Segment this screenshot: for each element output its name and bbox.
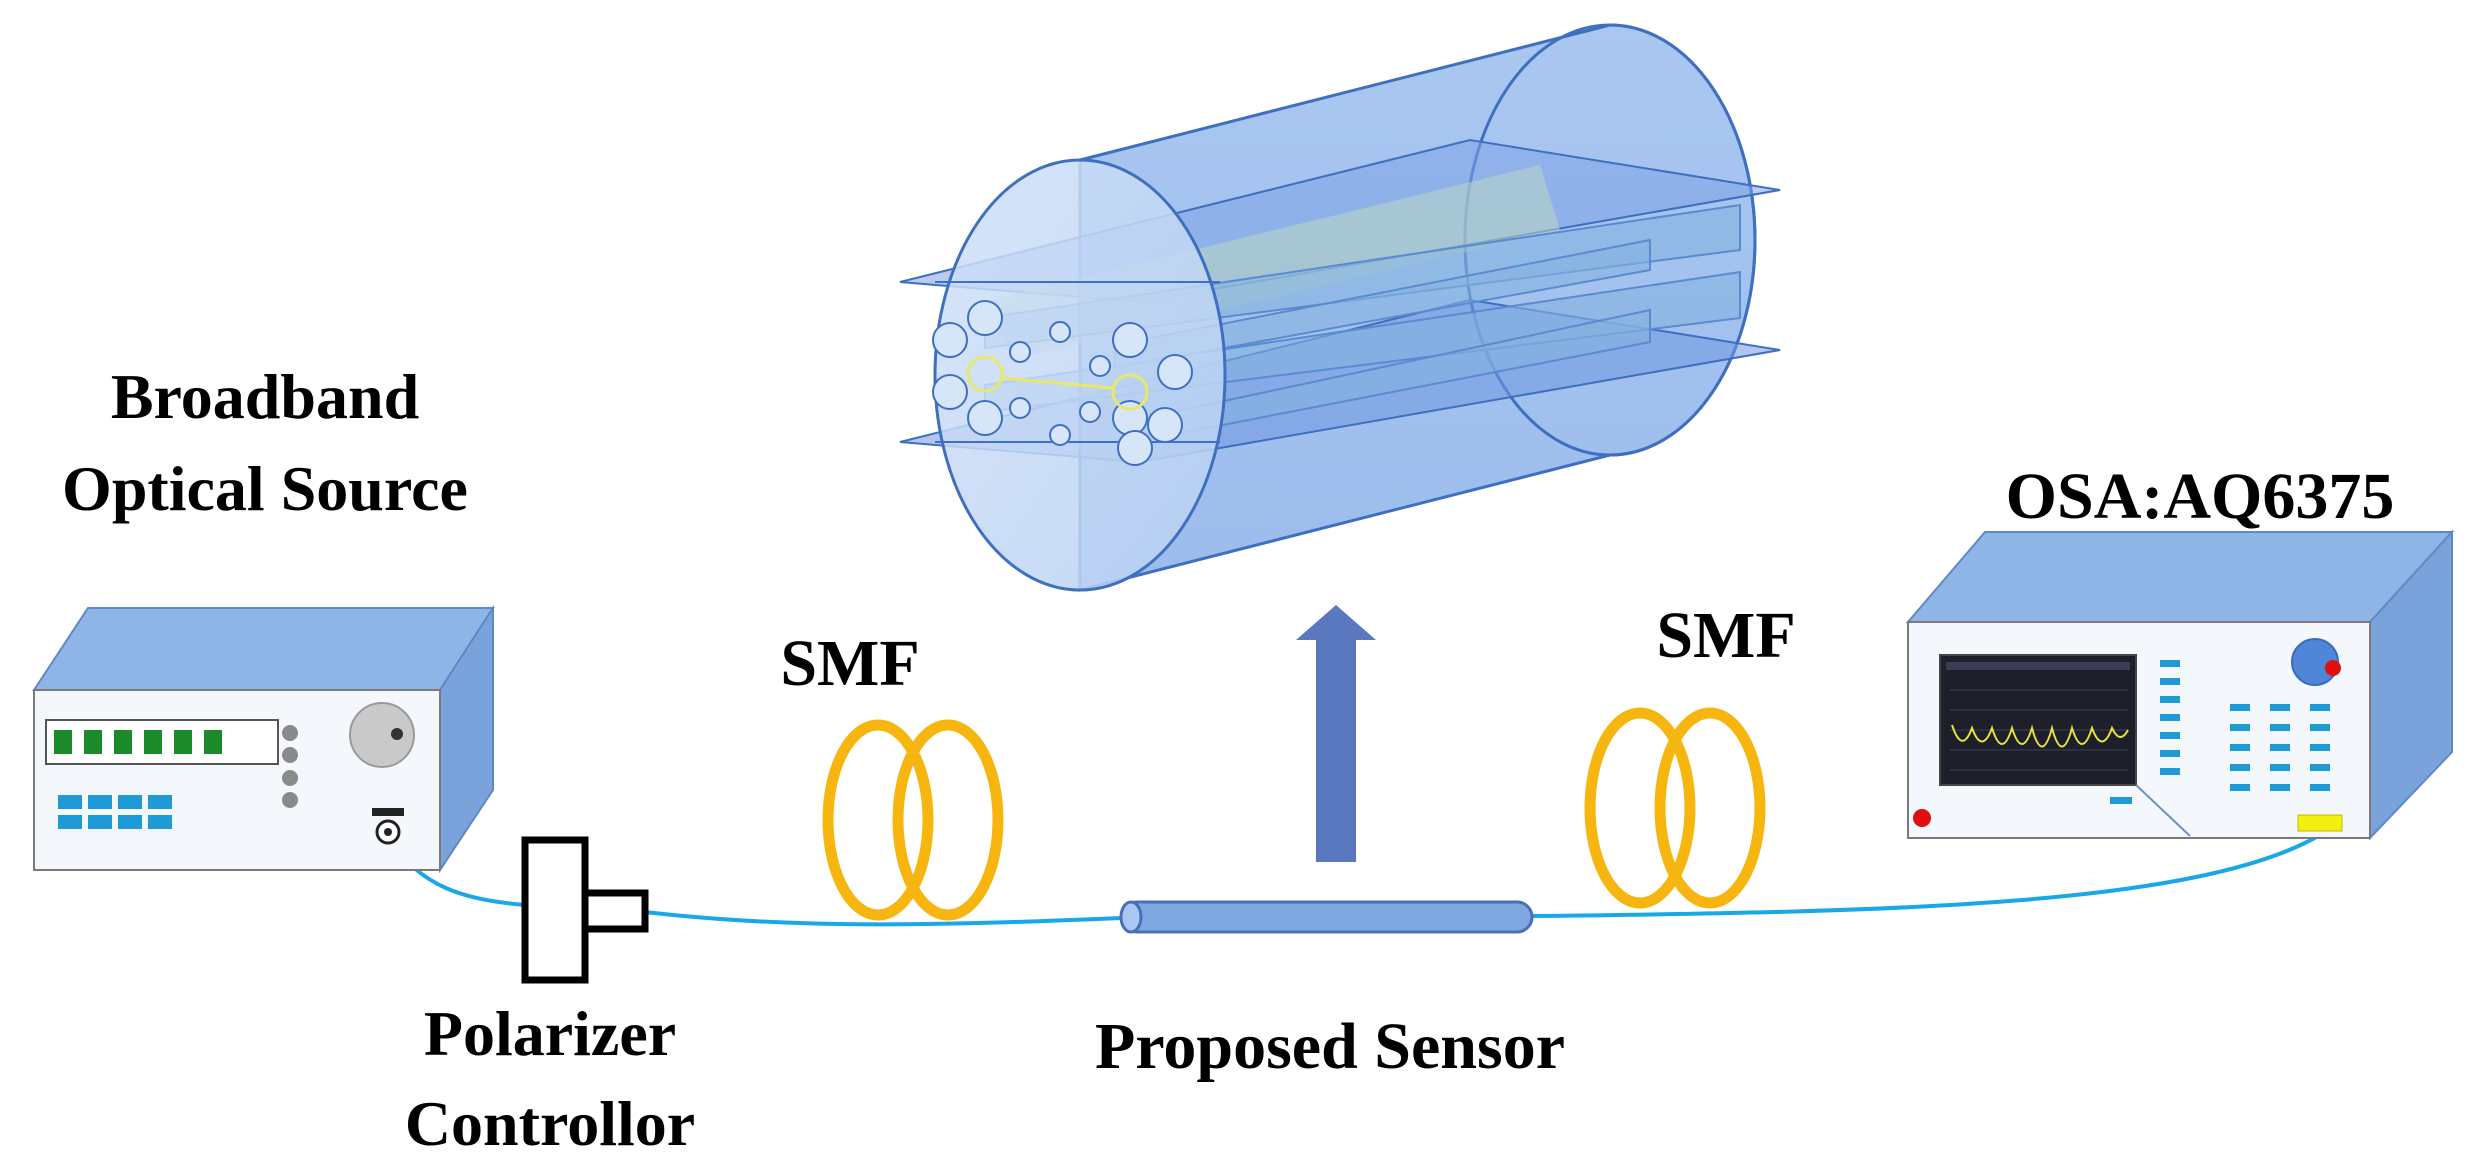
source-knob (349, 702, 415, 768)
polarizer-controller (521, 836, 649, 984)
pcf-core-holes (966, 355, 1149, 411)
polarizer-body (521, 836, 589, 984)
polarizer-knob (581, 889, 649, 933)
source-leds (54, 730, 222, 754)
smf-label-right: SMF (1656, 599, 1795, 672)
pcf-cross-section-holes (932, 300, 1193, 466)
source-buttons (58, 795, 172, 829)
fiber-polarizer-to-sensor (644, 910, 1123, 927)
proposed-sensor (1119, 900, 1534, 934)
source-knob-dot (391, 728, 403, 740)
broadband-source-device (32, 604, 495, 874)
osa-top-face (1905, 531, 2455, 623)
source-top-face (32, 607, 495, 691)
osa-screen (1939, 654, 2137, 786)
pcf-cylinder (899, 23, 1781, 592)
source-output-port (372, 808, 404, 845)
magnify-arrow (1296, 605, 1376, 862)
osa-device (1905, 529, 2455, 841)
osa-side-keys (2110, 660, 2180, 804)
smf-label-left: SMF (780, 627, 919, 700)
polarizer-label-line2: Controllor (405, 1088, 695, 1159)
osa-power-indicator (1913, 809, 1931, 827)
smf-coil-right (1584, 707, 1766, 909)
smf-coil-left (822, 719, 1004, 921)
polarizer-label-line1: Polarizer (424, 998, 676, 1069)
source-label-line2: Optical Source (62, 453, 468, 524)
source-indicator-dots (282, 725, 298, 808)
fiber-sensor-to-osa (1531, 833, 2322, 918)
osa-knob-indicator (2325, 660, 2341, 676)
osa-keypad (2230, 704, 2330, 791)
osa-input-connector (2297, 814, 2343, 832)
osa-label: OSA:AQ6375 (2006, 460, 2395, 533)
osa-spectrum-trace (1951, 724, 2129, 748)
pcf-near-cap (933, 158, 1227, 592)
sensor-label: Proposed Sensor (1095, 1010, 1565, 1083)
source-label-line1: Broadband (111, 361, 419, 432)
